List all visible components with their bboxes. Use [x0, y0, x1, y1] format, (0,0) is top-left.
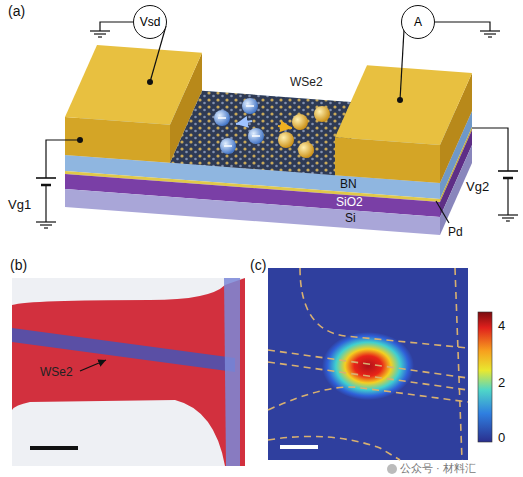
colorbar-tick-text: 4 [498, 318, 505, 333]
colorbar-tick-text: 2 [498, 375, 505, 390]
carriers [214, 98, 330, 158]
colorbar-tick-text: 0 [498, 430, 505, 445]
watermark: 公众号 · 材料汇 [400, 462, 476, 474]
voltage-source-circle: Vsd [133, 5, 167, 39]
panel-label: (c) [250, 258, 266, 273]
panel-label: (b) [10, 258, 27, 273]
layer-label-text: Pd [448, 225, 463, 239]
colorbar-tick: 2 [498, 376, 505, 390]
material-label-text: WSe2 [290, 75, 323, 89]
layer-label: BN [340, 178, 357, 191]
layer-label: Si [345, 212, 356, 225]
gate-voltage-label: Vg2 [466, 180, 489, 194]
layer-label-text: BN [340, 177, 357, 191]
gate-voltage-label-text: Vg1 [8, 197, 31, 212]
circuit-wires [36, 22, 518, 228]
colorbar-tick: 4 [498, 319, 505, 333]
material-label-text: WSe2 [40, 365, 73, 379]
layer-label-text: Si [345, 211, 356, 225]
material-label: WSe2 [40, 366, 73, 379]
meter-label: A [414, 15, 422, 29]
ammeter-circle: A [401, 5, 435, 39]
layer-label-text: SiO2 [336, 195, 363, 209]
watermark-text: 公众号 · 材料汇 [400, 462, 476, 474]
material-label: WSe2 [290, 76, 323, 89]
electrodes [65, 45, 472, 183]
meter-label: Vsd [140, 15, 161, 29]
panel-label: (a) [8, 4, 25, 19]
panel-label-text: (a) [8, 3, 25, 19]
colorbar-tick: 0 [498, 431, 505, 445]
photocurrent-map [268, 268, 492, 474]
layer-label: Pd [448, 226, 463, 239]
optical-image [12, 278, 245, 466]
gate-voltage-label-text: Vg2 [466, 179, 489, 194]
layer-label: SiO2 [336, 196, 363, 209]
panel-label-text: (c) [250, 257, 266, 273]
gate-voltage-label: Vg1 [8, 198, 31, 212]
panel-label-text: (b) [10, 257, 27, 273]
